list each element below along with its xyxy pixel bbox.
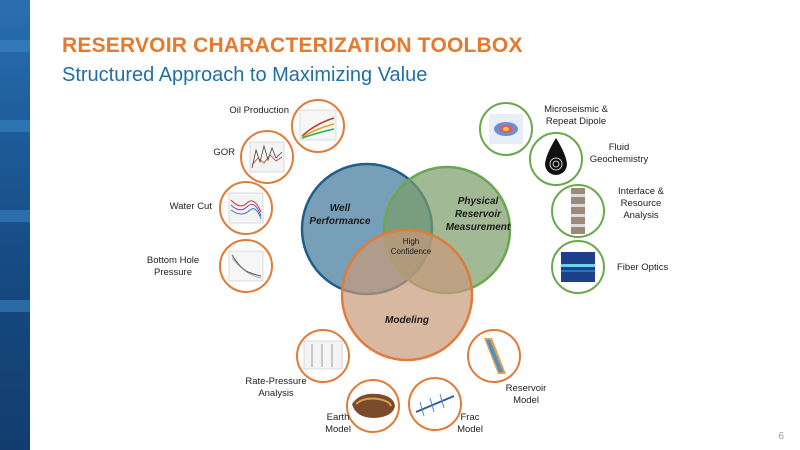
gor-label: GOR <box>213 147 235 158</box>
reservoir-model-thumbnail <box>467 329 521 383</box>
rate-pressure-label: Rate-Pressure Analysis <box>245 376 307 399</box>
water-cut-thumbnail <box>219 181 273 235</box>
venn-circle-modeling <box>340 228 474 362</box>
microseismic-thumbnail <box>479 102 533 156</box>
water-cut-label: Water Cut <box>169 201 212 212</box>
bottom-hole-pressure-label: Bottom Hole Pressure <box>146 255 200 278</box>
venn-center-confidence: Confidence <box>391 247 432 256</box>
fluid-geochemistry-thumbnail <box>529 132 583 186</box>
venn-label-reservoir: Reservoir <box>455 209 502 220</box>
fiber-optics-label: Fiber Optics <box>617 262 669 273</box>
oil-production-thumbnail <box>291 99 345 153</box>
venn-label-performance: Performance <box>309 216 371 227</box>
interface-resource-label: Interface & Resource Analysis <box>618 186 664 221</box>
earth-model-label: Earth Model <box>325 412 351 435</box>
bottom-hole-pressure-thumbnail <box>219 239 273 293</box>
earth-model-thumbnail <box>346 379 400 433</box>
fluid-geochemistry-label: Fluid Geochemistry <box>589 142 649 165</box>
frac-model-thumbnail <box>408 377 462 431</box>
venn-label-measurement: Measurement <box>446 222 511 233</box>
rate-pressure-thumbnail <box>296 329 350 383</box>
venn-label-modeling: Modeling <box>385 315 429 326</box>
oil-production-label: Oil Production <box>229 105 289 116</box>
slide-subtitle: Structured Approach to Maximizing Value <box>62 64 428 86</box>
gor-thumbnail <box>240 130 294 184</box>
venn-label-well: Well <box>330 203 351 214</box>
sidebar-band <box>0 0 30 450</box>
venn-center-high: High <box>403 237 419 246</box>
venn-label-physical: Physical <box>458 196 499 207</box>
fiber-optics-thumbnail <box>551 240 605 294</box>
interface-resource-thumbnail <box>551 184 605 238</box>
slide-title: RESERVOIR CHARACTERIZATION TOOLBOX <box>62 34 523 57</box>
frac-model-label: Frac Model <box>457 412 483 435</box>
reservoir-model-label: Reservoir Model <box>505 383 547 406</box>
microseismic-label: Microseismic & Repeat Dipole <box>544 104 608 127</box>
page-number: 6 <box>778 431 784 442</box>
